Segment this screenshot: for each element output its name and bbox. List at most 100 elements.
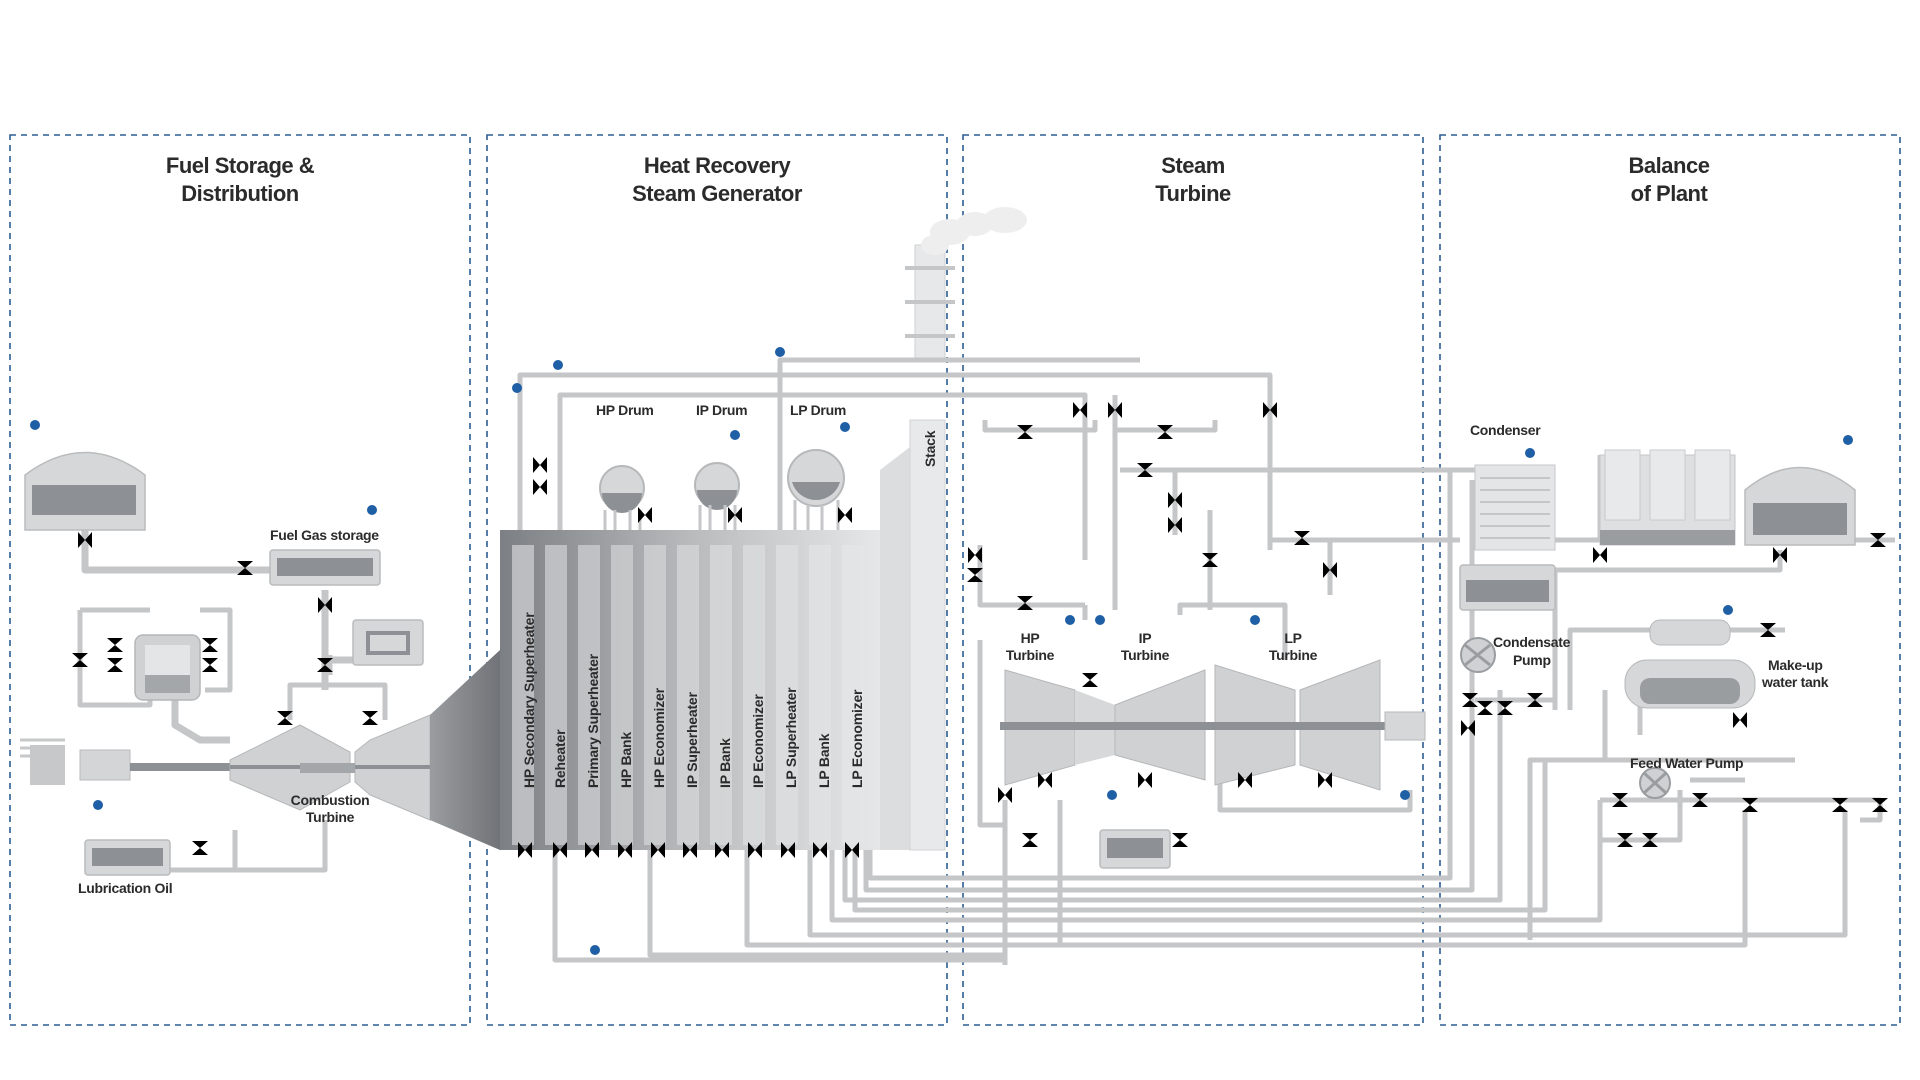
hrsg-bank-label-10: LP Bank	[816, 733, 832, 788]
section-title-hrsg-line1: Heat Recovery	[644, 153, 792, 178]
ip-turbine-label-line2: Turbine	[1121, 647, 1170, 663]
valve-icon[interactable]	[1022, 833, 1038, 847]
feed-water-pump-icon	[1639, 767, 1671, 799]
turbine-shaft	[1000, 722, 1420, 730]
valve-icon[interactable]	[1872, 798, 1888, 812]
vent-valve-icon[interactable]	[367, 505, 377, 515]
hp-turbine-label-line2: Turbine	[1006, 647, 1055, 663]
hrsg-bank-label-3: Primary Superheater	[585, 653, 601, 788]
vent-valve-icon[interactable]	[1250, 615, 1260, 625]
condenser-label: Condenser	[1470, 422, 1541, 438]
section-title-fuel-line1: Fuel Storage &	[166, 153, 315, 178]
turbine-generator-icon	[1384, 711, 1426, 741]
hrsg-bank-label-8: IP Economizer	[750, 694, 766, 788]
vent-valve-icon[interactable]	[553, 360, 563, 370]
hrsg-bank-columns	[512, 545, 864, 845]
hrsg-bank-label-9: LP Superheater	[783, 687, 799, 788]
section-title-hrsg-line2: Steam Generator	[632, 181, 803, 206]
hrsg-bank-label-6: IP Superheater	[684, 691, 700, 788]
section-fuel-storage	[9, 134, 471, 1026]
valve-icon[interactable]	[1742, 798, 1758, 812]
hp-turbine-label-line1: HP	[1021, 630, 1040, 646]
vent-valve-icon[interactable]	[30, 420, 40, 430]
valve-icon[interactable]	[1172, 833, 1188, 847]
fuel-gas-storage-label: Fuel Gas storage	[270, 527, 379, 543]
combustion-turbine-label-line2: Turbine	[306, 809, 355, 825]
valve-icon[interactable]	[192, 841, 208, 855]
combustion-turbine-label-line1: Combustion	[291, 792, 370, 808]
lp-turbine-label-line2: Turbine	[1269, 647, 1318, 663]
valve-icon[interactable]	[968, 547, 982, 563]
makeup-tank-label-line1: Make-up	[1768, 657, 1823, 673]
generator-icon	[20, 738, 131, 785]
hrsg-bank-label-4: HP Bank	[618, 732, 634, 788]
lubrication-oil-tank-icon	[84, 839, 171, 876]
vent-valve-icon[interactable]	[1400, 790, 1410, 800]
condensate-pump-label-line2: Pump	[1513, 652, 1551, 668]
valve-icon[interactable]	[362, 711, 378, 725]
condensate-pump-icon	[1460, 637, 1496, 673]
vent-valve-icon[interactable]	[590, 945, 600, 955]
valve-icon[interactable]	[1202, 553, 1218, 567]
section-title-fuel-line2: Distribution	[181, 181, 298, 206]
vent-valve-icon[interactable]	[512, 383, 522, 393]
condenser-icon	[1459, 464, 1556, 611]
valve-icon[interactable]	[838, 507, 852, 523]
cooling-tower-icon	[1599, 449, 1736, 546]
hp-drum-label: HP Drum	[596, 402, 654, 418]
section-balance-of-plant	[1439, 134, 1901, 1026]
vent-valve-icon[interactable]	[1095, 615, 1105, 625]
lp-turbine-label-line1: LP	[1284, 630, 1301, 646]
lp-drum-icon	[787, 449, 845, 530]
stack-label: Stack	[922, 430, 938, 467]
vent-valve-icon[interactable]	[1107, 790, 1117, 800]
valve-icon[interactable]	[202, 658, 218, 672]
fuel-storage-tank-icon	[24, 451, 146, 531]
hrsg-bank-label-1: HP Secondary Superheater	[521, 612, 537, 788]
valve-icon[interactable]	[638, 507, 652, 523]
valve-icon[interactable]	[1477, 701, 1493, 715]
valve-icon[interactable]	[1138, 772, 1152, 788]
valve-icon[interactable]	[1461, 720, 1475, 736]
valve-icon[interactable]	[107, 658, 123, 672]
valve-icon[interactable]	[1733, 712, 1747, 728]
vent-valve-icon[interactable]	[775, 347, 785, 357]
valve-icon[interactable]	[1832, 798, 1848, 812]
condensate-pump-label-line1: Condensate	[1493, 634, 1571, 650]
valve-icon[interactable]	[202, 638, 218, 652]
fuel-gas-storage-tank-icon	[269, 549, 381, 586]
vent-valve-icon[interactable]	[93, 800, 103, 810]
section-title-steam-line2: Turbine	[1155, 181, 1231, 206]
vent-valve-icon[interactable]	[1723, 605, 1733, 615]
fuel-heater-icon	[352, 619, 424, 666]
valve-icon[interactable]	[107, 638, 123, 652]
vent-valve-icon[interactable]	[840, 422, 850, 432]
valve-icon[interactable]	[1082, 673, 1098, 687]
makeup-water-tank-icon	[1624, 619, 1756, 709]
hrsg-bank-label-11: LP Economizer	[849, 689, 865, 788]
valve-icon[interactable]	[1593, 547, 1607, 563]
combustion-turbine-icon	[130, 714, 431, 821]
valve-icon[interactable]	[1073, 402, 1087, 418]
section-title-bop-line1: Balance	[1629, 153, 1710, 178]
valve-icon[interactable]	[533, 479, 547, 495]
section-hrsg	[486, 134, 948, 1026]
vent-valve-icon[interactable]	[1065, 615, 1075, 625]
valve-icon[interactable]	[72, 653, 88, 667]
hrsg-bank-label-2: Reheater	[552, 729, 568, 788]
valve-icon[interactable]	[1038, 772, 1052, 788]
lubrication-oil-label: Lubrication Oil	[78, 880, 172, 896]
valve-icon[interactable]	[1318, 772, 1332, 788]
vent-valve-icon[interactable]	[1525, 448, 1535, 458]
hrsg-duct-icon	[430, 650, 500, 850]
section-title-bop-line2: of Plant	[1631, 181, 1709, 206]
vent-valve-icon[interactable]	[730, 430, 740, 440]
vent-valve-icon[interactable]	[1843, 435, 1853, 445]
valve-icon[interactable]	[533, 457, 547, 473]
fuel-filter-icon	[134, 634, 201, 701]
ip-drum-icon	[694, 462, 740, 530]
feed-water-pump-label: Feed Water Pump	[1630, 755, 1743, 771]
ip-turbine-label-line1: IP	[1139, 630, 1152, 646]
hrsg-bank-label-5: HP Economizer	[651, 687, 667, 788]
